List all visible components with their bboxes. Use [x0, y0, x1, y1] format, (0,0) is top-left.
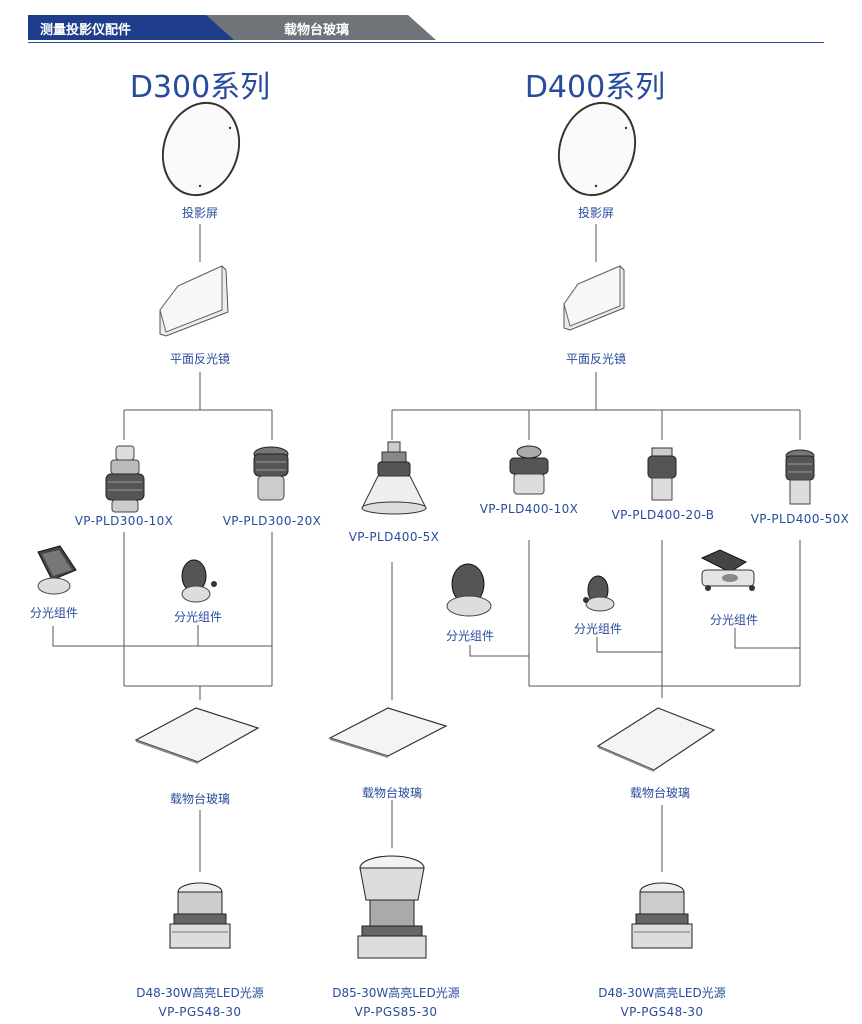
light-source-image: [357, 855, 427, 959]
d400-beam-splitter-3-label: 分光组件: [709, 613, 758, 627]
d400-lens-20b-label: VP-PLD400-20-B: [611, 508, 715, 522]
light-source-image: [631, 882, 693, 949]
projection-screen-image: [557, 101, 637, 197]
d400-beam-splitter-1-label: 分光组件: [445, 629, 494, 643]
d300-light-source-name: D48-30W高亮LED光源: [136, 986, 264, 1000]
light-source-image: [169, 882, 231, 949]
d300-beam-splitter-2-label: 分光组件: [173, 610, 222, 624]
d400-light-source-1-model: VP-PGS85-30: [354, 1005, 438, 1019]
d400-mirror-label: 平面反光镜: [565, 352, 626, 366]
beam-splitter-image: [181, 559, 217, 603]
lens-image: [509, 445, 549, 495]
d300-series-title: D300系列: [129, 70, 271, 105]
tab-section-label: 载物台玻璃: [284, 23, 350, 38]
d400-series-title: D400系列: [524, 70, 666, 105]
d400-stage-glass-2-label: 载物台玻璃: [629, 786, 690, 800]
d300-screen-label: 投影屏: [181, 206, 218, 220]
d400-screen-label: 投影屏: [577, 206, 614, 220]
flat-mirror-image: [159, 265, 229, 337]
d300-mirror-label: 平面反光镜: [169, 352, 230, 366]
d300-lens-20x-label: VP-PLD300-20X: [222, 514, 322, 528]
d400-beam-splitter-2-label: 分光组件: [573, 622, 622, 636]
tab-category-label: 测量投影仪配件: [40, 23, 132, 38]
header-rule: [28, 42, 824, 43]
stage-glass-image: [328, 707, 448, 758]
projection-screen-image: [161, 101, 241, 197]
d400-lens-5x-label: VP-PLD400-5X: [348, 530, 440, 544]
d400-lens-50x-label: VP-PLD400-50X: [750, 512, 850, 526]
d300-stage-glass-label: 载物台玻璃: [169, 792, 230, 806]
lens-image: [785, 449, 815, 505]
stage-glass-image: [596, 707, 716, 772]
beam-splitter-image: [583, 575, 615, 612]
lens-image: [361, 441, 427, 515]
d400-light-source-2-model: VP-PGS48-30: [620, 1005, 704, 1019]
lens-image: [647, 447, 677, 501]
tab-section[interactable]: 载物台玻璃: [206, 15, 436, 40]
tab-category[interactable]: 测量投影仪配件: [28, 15, 236, 40]
d300-light-source-model: VP-PGS48-30: [158, 1005, 242, 1019]
d400-lens-10x-label: VP-PLD400-10X: [479, 502, 579, 516]
flat-mirror-image: [563, 265, 625, 331]
d400-stage-glass-1-label: 载物台玻璃: [361, 786, 422, 800]
beam-splitter-image: [700, 549, 755, 591]
lens-image: [105, 445, 145, 513]
beam-splitter-image: [37, 545, 77, 595]
d300-lens-10x-label: VP-PLD300-10X: [74, 514, 174, 528]
lens-image: [253, 446, 289, 501]
d300-beam-splitter-1-label: 分光组件: [29, 606, 78, 620]
d400-light-source-2-name: D48-30W高亮LED光源: [598, 986, 726, 1000]
stage-glass-image: [134, 707, 260, 764]
d400-light-source-1-name: D85-30W高亮LED光源: [332, 986, 460, 1000]
beam-splitter-image: [446, 563, 492, 617]
